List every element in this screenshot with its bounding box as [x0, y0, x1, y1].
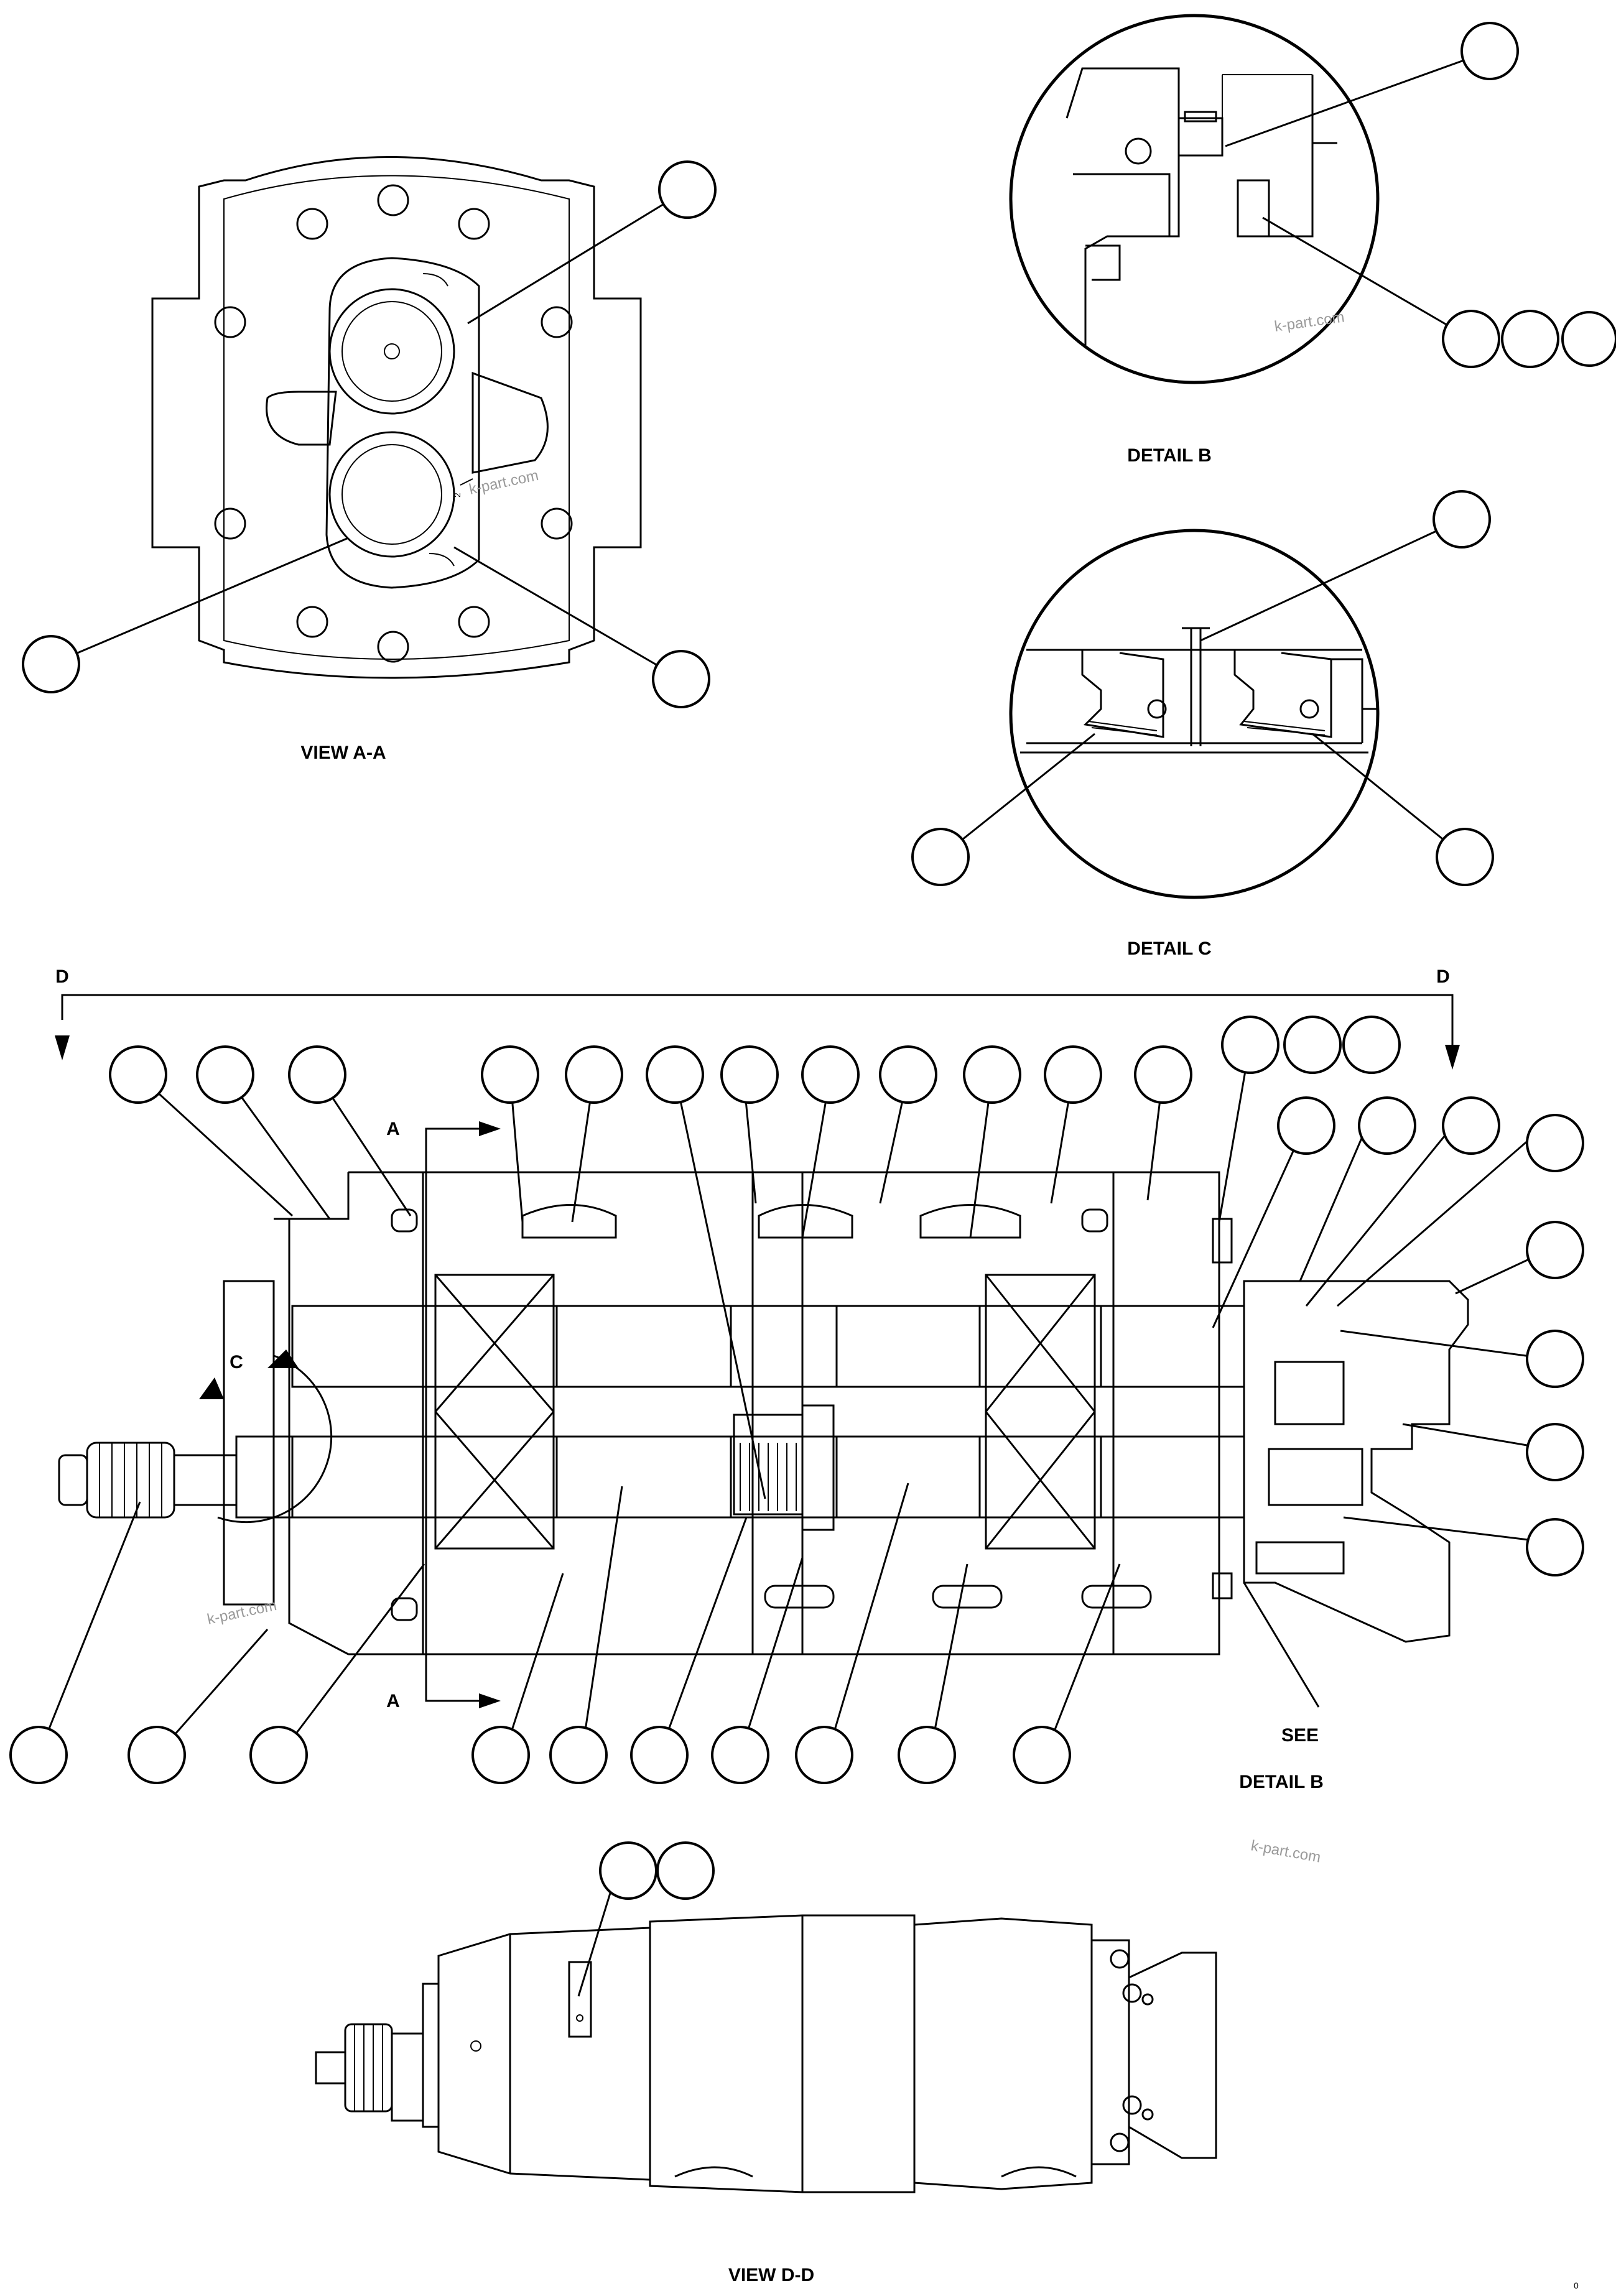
view-aa-drawing: 2	[50, 156, 688, 680]
callout-balloon	[711, 1726, 769, 1784]
callout-balloon	[1277, 1096, 1335, 1155]
callout-balloon	[1501, 310, 1559, 368]
callout-balloon	[549, 1726, 608, 1784]
callout-balloon	[795, 1726, 853, 1784]
callout-balloon	[128, 1726, 186, 1784]
callout-balloon	[1526, 1114, 1584, 1172]
callout-balloon	[656, 1841, 715, 1900]
detail-b-label: DETAIL B	[1127, 445, 1212, 466]
callout-balloon	[1561, 311, 1616, 367]
callout-balloon	[963, 1045, 1021, 1104]
detail-b-drawing	[1009, 14, 1490, 384]
section-a-top-label: A	[386, 1119, 400, 1139]
main-leader-lines	[37, 1060, 1549, 1756]
page-code: 0	[1574, 2280, 1579, 2290]
callout-balloon	[1436, 828, 1494, 886]
callout-balloon	[630, 1726, 689, 1784]
callout-balloon	[1526, 1518, 1584, 1576]
section-a-bottom-label: A	[386, 1691, 400, 1711]
detail-c-marker: C	[230, 1352, 243, 1373]
callout-balloon	[646, 1045, 704, 1104]
callout-balloon	[720, 1045, 779, 1104]
watermark: k-part.com	[206, 1597, 278, 1628]
view-aa-label: VIEW A-A	[300, 743, 386, 763]
callout-balloon	[1442, 310, 1500, 368]
callout-balloon	[1013, 1726, 1071, 1784]
callout-balloon	[1526, 1221, 1584, 1279]
see-label: SEE	[1281, 1725, 1319, 1746]
callout-balloon	[1342, 1016, 1401, 1074]
callout-balloon	[1283, 1016, 1342, 1074]
callout-balloon	[1433, 490, 1491, 549]
callout-balloon	[898, 1726, 956, 1784]
callout-balloon	[9, 1726, 68, 1784]
callout-balloon	[1460, 22, 1519, 80]
main-section-drawing	[55, 994, 1469, 1708]
view-dd-label: VIEW D-D	[728, 2265, 814, 2285]
watermark: k-part.com	[1273, 308, 1345, 335]
detail-c-label: DETAIL C	[1127, 938, 1212, 959]
callout-balloon	[471, 1726, 530, 1784]
section-d-right-label: D	[1436, 966, 1450, 987]
callout-balloon	[1221, 1016, 1279, 1074]
callout-balloon	[22, 635, 80, 693]
callout-balloon	[911, 828, 970, 886]
callout-balloon	[1526, 1423, 1584, 1481]
callout-balloon	[565, 1045, 623, 1104]
part-stamp: 2	[452, 493, 462, 498]
watermark: k-part.com	[1250, 1837, 1322, 1866]
callout-balloon	[1044, 1045, 1102, 1104]
callout-balloon	[1442, 1096, 1500, 1155]
callout-balloon	[801, 1045, 860, 1104]
see-detail-b-label: DETAIL B	[1239, 1772, 1324, 1792]
callout-balloon	[652, 650, 710, 708]
callout-balloon	[1358, 1096, 1416, 1155]
callout-balloon	[196, 1045, 254, 1104]
section-d-left-label: D	[55, 966, 69, 987]
callout-balloon	[109, 1045, 167, 1104]
callout-balloon	[658, 160, 717, 219]
callout-balloon	[599, 1841, 657, 1900]
view-dd-drawing	[315, 1874, 1217, 2193]
detail-c-drawing	[940, 518, 1465, 899]
callout-balloon	[879, 1045, 937, 1104]
callout-balloon	[1526, 1330, 1584, 1388]
callout-balloon	[481, 1045, 539, 1104]
callout-balloon	[288, 1045, 346, 1104]
callout-balloon	[249, 1726, 308, 1784]
callout-balloon	[1134, 1045, 1192, 1104]
